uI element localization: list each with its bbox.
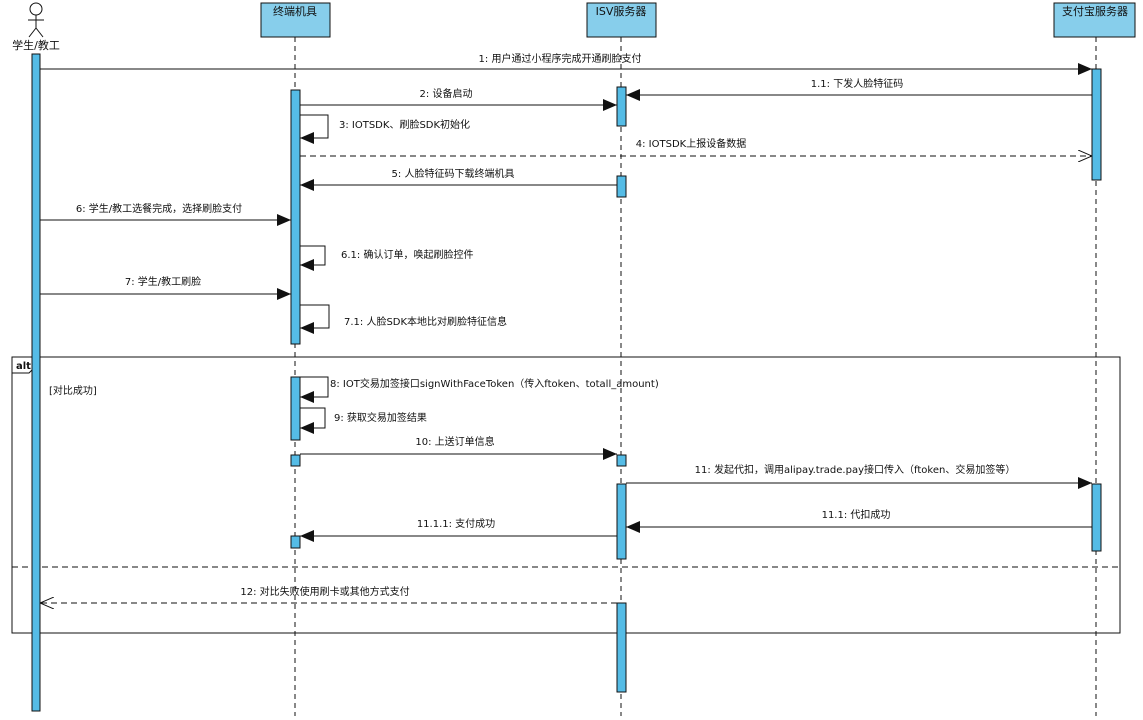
participant-isv: ISV服务器 [586, 2, 657, 38]
alt-fragment-operator: alt [16, 361, 31, 372]
activation-isv [616, 483, 627, 560]
participant-isv-label: ISV服务器 [596, 5, 647, 18]
message-8-arrow [300, 376, 329, 403]
message-4-label: 4: IOTSDK上报设备数据 [636, 137, 746, 150]
message-6-label: 6: 学生/教工选餐完成，选择刷脸支付 [76, 202, 242, 215]
activation-isv [616, 602, 627, 693]
message-2-label: 2: 设备启动 [420, 87, 473, 100]
message-7-label: 7: 学生/教工刷脸 [125, 275, 201, 288]
message-7-1-arrow [300, 304, 330, 334]
participant-terminal-label: 终端机具 [273, 4, 317, 18]
message-8-label: 8: IOT交易加签接口signWithFaceToken（传入ftoken、t… [330, 377, 659, 390]
actor-label: 学生/教工 [12, 38, 60, 52]
message-10-label: 10: 上送订单信息 [415, 435, 494, 448]
message-11-label: 11: 发起代扣，调用alipay.trade.pay接口传入（ftoken、交… [695, 463, 1016, 476]
message-1-1-label: 1.1: 下发人脸特征码 [811, 77, 903, 90]
alt-fragment-guard: [对比成功] [49, 384, 97, 397]
message-6-1-arrow [300, 245, 326, 271]
participant-alipay: 支付宝服务器 [1053, 2, 1136, 38]
message-6-1-label: 6.1: 确认订单，唤起刷脸控件 [341, 248, 473, 261]
activation-terminal [290, 535, 301, 549]
activation-isv [616, 175, 627, 198]
alt-fragment: alt [对比成功] [11, 356, 1121, 634]
message-3-label: 3: IOTSDK、刷脸SDK初始化 [339, 118, 470, 131]
participant-alipay-label: 支付宝服务器 [1062, 4, 1128, 18]
message-12-label: 12: 对比失败使用刷卡或其他方式支付 [240, 585, 409, 598]
activation-alipay [1091, 483, 1102, 552]
message-3-arrow [300, 114, 329, 144]
message-11-1-1-label: 11.1.1: 支付成功 [417, 517, 495, 530]
activation-actor [31, 53, 41, 712]
message-11-1-label: 11.1: 代扣成功 [822, 508, 891, 521]
activation-alipay [1091, 68, 1102, 181]
participant-terminal: 终端机具 [260, 2, 331, 38]
activation-isv [616, 454, 627, 467]
activation-terminal [290, 454, 301, 467]
activation-terminal [290, 376, 301, 441]
activation-isv [616, 86, 627, 127]
actor-figure [28, 2, 44, 38]
message-5-label: 5: 人脸特征码下载终端机具 [392, 167, 515, 180]
message-7-1-label: 7.1: 人脸SDK本地比对刷脸特征信息 [344, 315, 507, 328]
message-9-arrow [300, 407, 326, 434]
activation-terminal [290, 89, 301, 345]
message-9-label: 9: 获取交易加签结果 [334, 411, 427, 424]
message-1-label: 1: 用户通过小程序完成开通刷脸支付 [479, 52, 642, 65]
